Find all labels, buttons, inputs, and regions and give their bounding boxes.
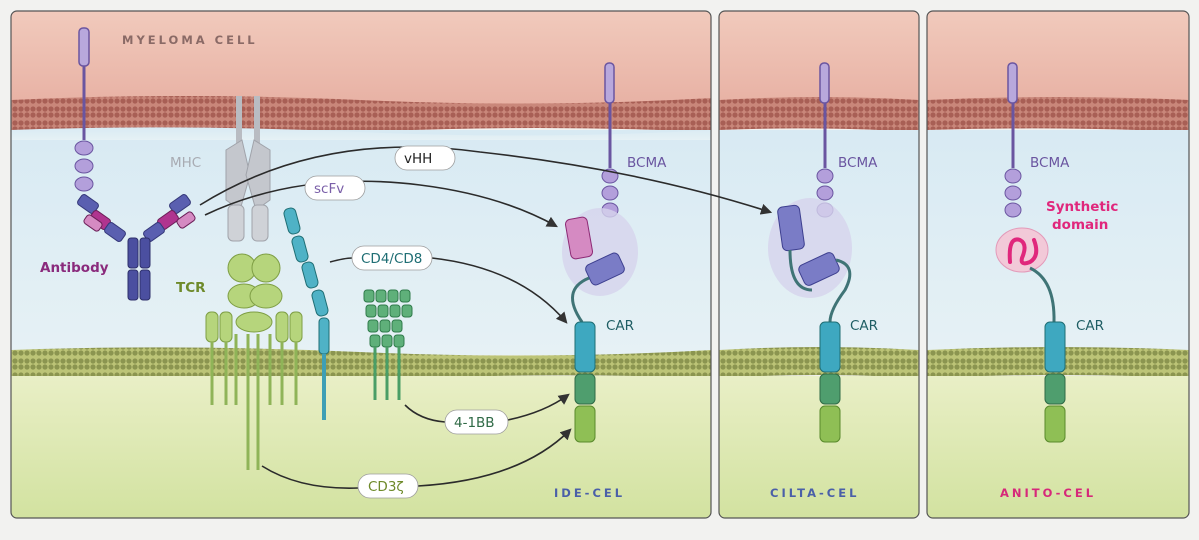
bcma-icon-3 [1004,62,1022,218]
anito-cel-car-icon [995,227,1066,443]
arrow-cd3z-2 [417,428,572,487]
car-label-3: CAR [1076,318,1104,334]
bcma-label-1: BCMA [627,155,667,171]
bcma-label-2: BCMA [838,155,878,171]
mhc-icon [225,96,271,242]
label-pills [304,145,509,499]
connector-arrows [199,146,773,489]
arrow-4-1bb [404,404,446,423]
arrow-4-1bb-2 [507,393,570,421]
myeloma-cell-label: MYELOMA CELL [122,33,258,47]
vhh-label: vHH [404,151,432,167]
panel-3-border [926,10,1190,519]
scfv-label: scFv [314,181,344,197]
arrow-scfv [204,180,558,228]
bcma-label-3: BCMA [1030,155,1070,171]
car-label-2: CAR [850,318,878,334]
panel-1-border [10,10,712,519]
panel-2-border [718,10,920,519]
arrow-cd4-cd8 [329,257,353,263]
panel-2-background [719,11,919,518]
panel-caption-2: CILTA-CEL [770,486,859,500]
cd4-cd8-icon [283,207,330,420]
synthetic-label-2: domain [1052,217,1108,233]
arrow-vhh [199,146,773,215]
mhc-label: MHC [170,155,201,171]
tcr-icon [205,253,303,470]
panel-caption-1: IDE-CEL [554,486,625,500]
cd4-cd8-label: CD4/CD8 [361,251,422,267]
cd3z-label: CD3ζ [368,479,404,495]
antibody-label: Antibody [40,260,109,276]
car-label-1: CAR [606,318,634,334]
cilta-cel-car-icon [768,198,852,443]
arrow-cd3z [261,465,359,489]
tcr-label: TCR [176,280,206,296]
panel-caption-3: ANITO-CEL [1000,486,1096,500]
antibody-icon [74,27,196,301]
four-1bb-label: 4-1BB [454,415,495,431]
synthetic-label-1: Synthetic [1046,199,1118,215]
arrow-cd4-cd8-2 [431,257,568,324]
ide-cel-car-icon [562,208,638,443]
four-1bb-icon [363,289,413,400]
